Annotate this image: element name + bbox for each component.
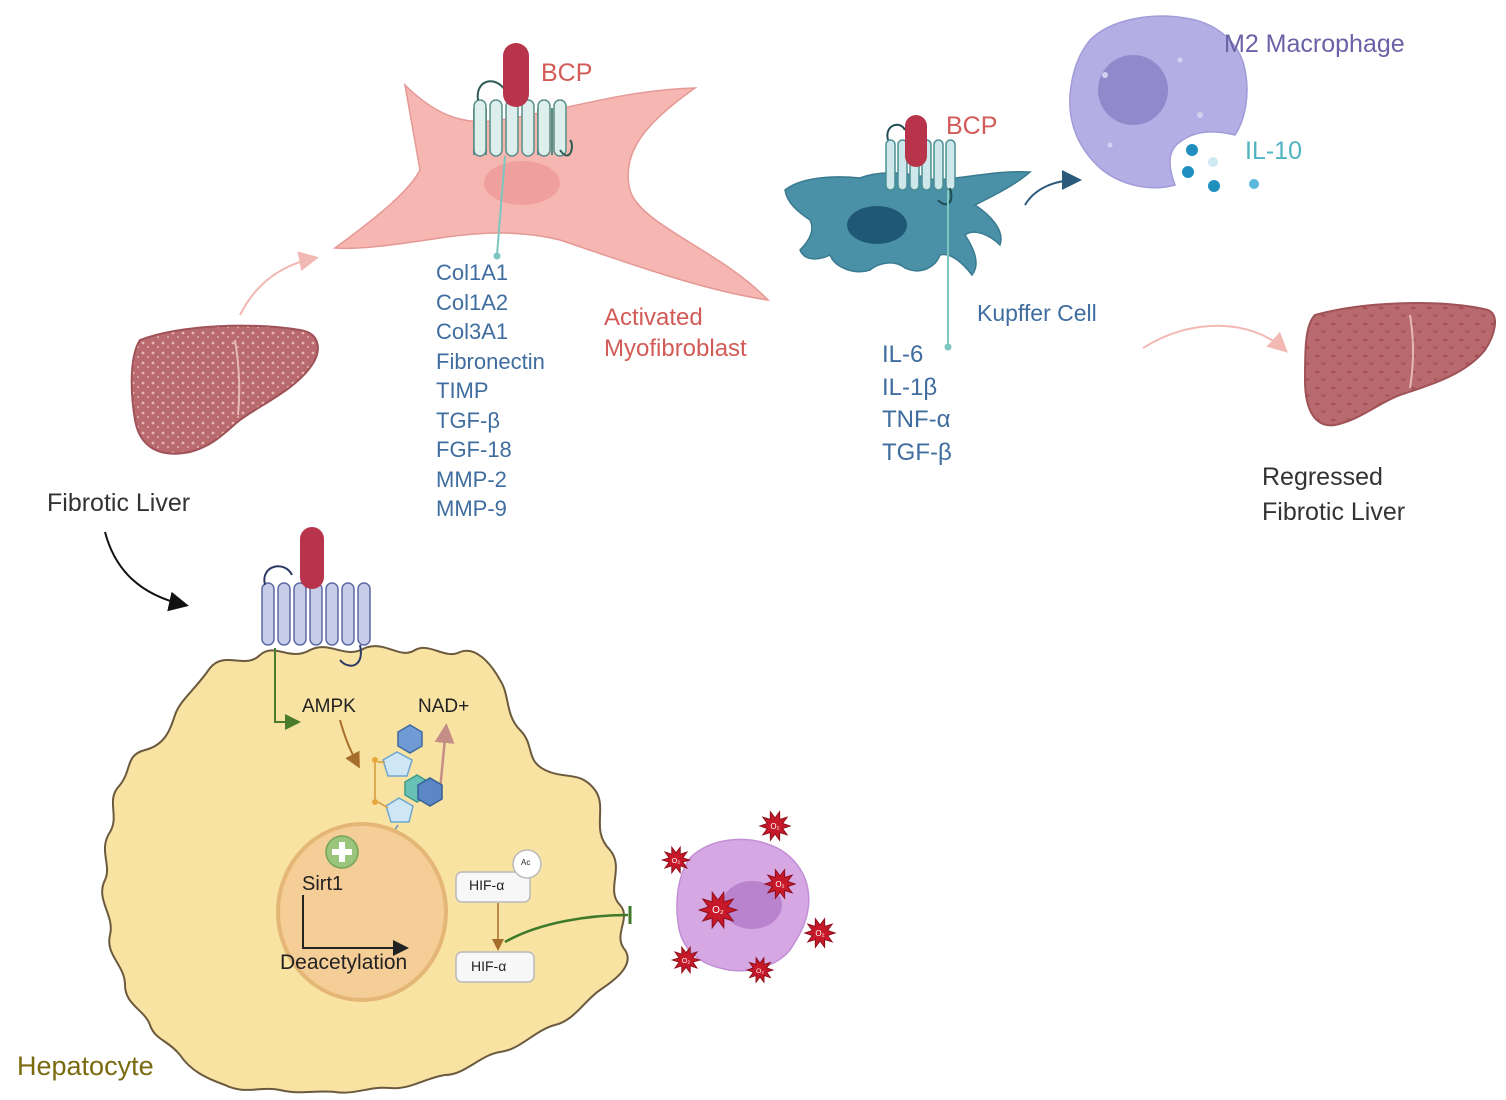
kupffer-cytokine-list: IL-6 IL-1β TNF-α TGF-β	[882, 339, 952, 469]
hif-top-label: HIF-α	[469, 877, 505, 893]
il10-label: IL-10	[1245, 137, 1302, 165]
nad-molecule-icon	[372, 724, 443, 823]
arrow-ampk-to-nad-pathway	[339, 719, 360, 769]
kupffer-cell-label: Kupffer Cell	[977, 300, 1097, 326]
marker-item: MMP-2	[436, 466, 507, 492]
m2-macrophage-label: M2 Macrophage	[1224, 30, 1405, 58]
ros-label: O₂	[775, 880, 784, 889]
bcp-receptor-myofibroblast	[473, 43, 573, 260]
plus-activation-icon	[325, 835, 359, 869]
cytokine-item: IL-6	[882, 341, 924, 368]
marker-item: FGF-18	[436, 437, 512, 462]
acetyl-badge-label: Ac	[521, 858, 531, 867]
ros-starburst-icon	[758, 810, 792, 842]
fibrotic-liver-label: Fibrotic Liver	[47, 489, 191, 517]
arrow-to-regressed-liver	[1142, 324, 1288, 353]
ros-starburst-icon	[697, 890, 739, 930]
ros-starburst-icon	[763, 868, 797, 900]
m2-macrophage-cell	[1069, 15, 1248, 189]
bcp-receptor-kupffer	[885, 115, 956, 351]
arrow-kupffer-to-macrophage	[1024, 170, 1082, 206]
myofibroblast-label-line2: Myofibroblast	[604, 335, 747, 362]
myofibroblast-marker-list: Col1A1 Col1A2 Col3A1 Fibronectin TIMP TG…	[436, 258, 545, 524]
ros-starburst-icon	[670, 945, 702, 975]
arrow-deacetylation	[302, 895, 409, 956]
regressed-liver-icon	[1303, 302, 1496, 427]
ros-label: O₂	[815, 929, 824, 938]
arrow-nad-up	[434, 723, 455, 791]
inhibition-line	[504, 913, 629, 944]
hepatocyte-receptor	[261, 527, 371, 667]
ros-label: O₂	[682, 956, 691, 965]
hif-bottom-label: HIF-α	[471, 958, 507, 974]
marker-item: Col1A1	[436, 260, 509, 285]
ros-starburst-icon	[803, 917, 837, 949]
myofibroblast-label: Activated Myofibroblast	[604, 302, 747, 364]
ros-label: O₂	[770, 822, 779, 831]
arrow-receptor-to-ampk	[274, 648, 301, 730]
arrow-liver-to-myofibroblast	[239, 251, 319, 316]
cytokine-item: IL-1β	[882, 373, 938, 401]
ros-macrophage-cell	[676, 838, 810, 972]
cytokine-item: TNF-α	[882, 406, 951, 433]
hepatocyte-label: Hepatocyte	[17, 1051, 154, 1081]
bcp-label-myofibroblast: BCP	[541, 59, 593, 87]
marker-item: Col1A2	[436, 289, 509, 315]
nad-label: NAD+	[418, 696, 470, 717]
ros-label: O₂	[756, 968, 764, 975]
nucleus	[276, 822, 448, 1002]
ampk-label: AMPK	[302, 696, 356, 717]
deacetylation-label: Deacetylation	[280, 951, 408, 974]
acetyl-badge	[512, 849, 542, 879]
regressed-liver-label-line2: Fibrotic Liver	[1262, 498, 1406, 526]
hif-bottom-box	[455, 951, 535, 983]
marker-item: TGF-β	[436, 407, 500, 433]
ros-label: O₂	[712, 905, 724, 916]
regressed-liver-label-line1: Regressed	[1262, 463, 1383, 491]
il10-particles	[1182, 144, 1259, 192]
marker-item: TIMP	[436, 378, 489, 403]
regressed-liver-label: Regressed Fibrotic Liver	[1262, 460, 1405, 530]
cytokine-item: TGF-β	[882, 438, 952, 466]
ros-label: O₂	[672, 856, 681, 865]
ros-starburst-icon	[745, 956, 775, 984]
marker-item: MMP-9	[436, 496, 507, 521]
marker-item: Col3A1	[436, 319, 509, 344]
kupffer-cell	[784, 170, 1032, 277]
arrow-liver-to-hepatocyte	[104, 531, 189, 612]
ros-particles: O₂ O₂ O₂ O₂ O₂ O₂ O₂	[660, 810, 837, 984]
hif-top-box	[455, 871, 531, 903]
fibrotic-liver-icon	[130, 324, 319, 455]
sirt1-label: Sirt1	[302, 873, 344, 895]
myofibroblast-label-line1: Activated	[604, 304, 703, 331]
marker-item: Fibronectin	[436, 348, 545, 374]
ros-starburst-icon	[660, 845, 692, 875]
bcp-label-kupffer: BCP	[946, 112, 998, 140]
